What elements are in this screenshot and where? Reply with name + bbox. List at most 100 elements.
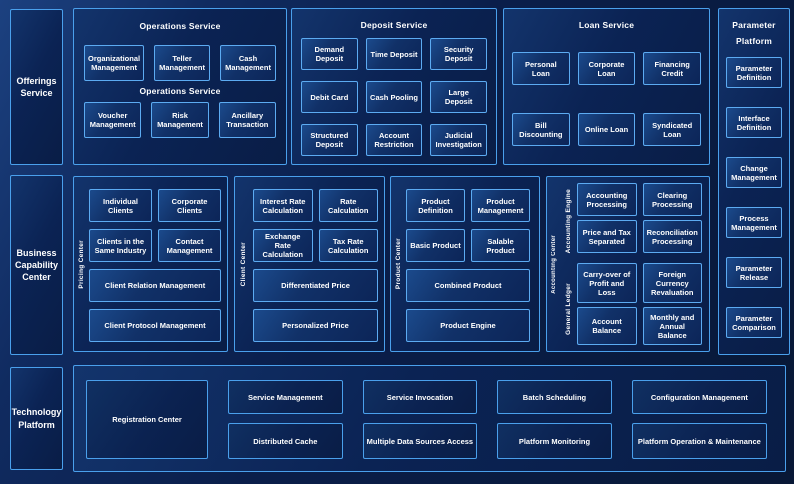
box-contact-management: Contact Management xyxy=(158,229,221,262)
box-corporate-clients: Corporate Clients xyxy=(158,189,221,222)
box-financing-credit: Financing Credit xyxy=(643,52,702,85)
client-center-vlabel-wrap: Client Center xyxy=(235,177,251,351)
parameter-platform-title: Parameter Platform xyxy=(732,20,776,47)
loan-service-panel: Loan Service Personal Loan Corporate Loa… xyxy=(503,8,710,165)
client-small-grid: Interest Rate Calculation Rate Calculati… xyxy=(253,189,378,262)
offerings-service-label: Offerings Service xyxy=(10,9,63,165)
box-tax-rate-calculation: Tax Rate Calculation xyxy=(318,229,378,262)
box-large-deposit: Large Deposit xyxy=(430,81,487,113)
box-structured-deposit: Structured Deposit xyxy=(301,124,358,156)
technology-platform-label: Technology Platform xyxy=(10,367,63,470)
accounting-engine-label: Accounting Engine xyxy=(564,188,572,254)
accounting-engine-vlabel-wrap: Accounting Engine xyxy=(561,181,575,261)
business-capability-center-label: Business Capability Center xyxy=(10,175,63,355)
client-center-label: Client Center xyxy=(239,241,247,287)
box-client-protocol-management: Client Protocol Management xyxy=(89,309,221,342)
pricing-small-grid: Individual Clients Corporate Clients Cli… xyxy=(89,189,221,262)
technology-platform-grid: Registration Center Service Management S… xyxy=(74,366,785,477)
box-syndicated-loan: Syndicated Loan xyxy=(643,113,702,146)
box-debit-card: Debit Card xyxy=(301,81,358,113)
box-clients-same-industry: Clients in the Same Industry xyxy=(89,229,152,262)
accounting-center-panel: Accounting Center Accounting Engine Gene… xyxy=(546,176,710,352)
deposit-service-panel: Deposit Service Demand Deposit Time Depo… xyxy=(291,8,497,165)
box-cash-management: Cash Management xyxy=(220,45,276,81)
deposit-service-title: Deposit Service xyxy=(360,20,428,30)
box-ancillary-transaction: Ancillary Transaction xyxy=(218,102,276,138)
client-center-panel: Client Center Interest Rate Calculation … xyxy=(234,176,385,352)
box-basic-product: Basic Product xyxy=(406,229,465,262)
product-small-grid: Product Definition Product Management Ba… xyxy=(406,189,530,262)
accounting-engine-grid: Accounting Processing Clearing Processin… xyxy=(577,183,702,253)
loan-service-title: Loan Service xyxy=(578,20,635,30)
box-organizational-management: Organizational Management xyxy=(84,45,145,81)
box-process-management: Process Management xyxy=(726,207,782,239)
box-bill-discounting: Bill Discounting xyxy=(512,113,570,146)
box-reconciliation-processing: Reconciliation Processing xyxy=(642,220,702,253)
box-foreign-currency-revaluation: Foreign Currency Revaluation xyxy=(642,263,702,303)
parameter-platform-list: Parameter Definition Interface Definitio… xyxy=(719,49,789,339)
operations-service-panel: Operations Service Organizational Manage… xyxy=(73,8,287,165)
box-price-and-tax-separated: Price and Tax Separated xyxy=(577,220,637,253)
box-judicial-investigation: Judicial Investigation xyxy=(430,124,487,156)
operations-row-1: Organizational Management Teller Managem… xyxy=(74,45,286,81)
loan-row-1: Personal Loan Corporate Loan Financing C… xyxy=(504,52,709,85)
parameter-platform-panel: Parameter Platform Parameter Definition … xyxy=(718,8,790,355)
technology-platform-panel: Registration Center Service Management S… xyxy=(73,365,786,472)
box-clearing-processing: Clearing Processing xyxy=(642,183,702,216)
general-ledger-grid: Carry-over of Profit and Loss Foreign Cu… xyxy=(577,263,702,345)
box-product-management: Product Management xyxy=(471,189,530,222)
box-client-relation-management: Client Relation Management xyxy=(89,269,221,302)
box-cash-pooling: Cash Pooling xyxy=(365,81,423,113)
box-exchange-rate-calculation: Exchange Rate Calculation xyxy=(253,229,313,262)
box-interest-rate-calculation: Interest Rate Calculation xyxy=(253,189,313,222)
pricing-center-label: Pricing Center xyxy=(78,239,85,289)
accounting-center-vlabel-wrap: Accounting Center xyxy=(548,177,560,351)
box-product-engine: Product Engine xyxy=(406,309,530,342)
box-interface-definition: Interface Definition xyxy=(726,107,782,139)
operations-service-subtitle: Operations Service xyxy=(139,86,221,96)
operations-row-2: Voucher Management Risk Management Ancil… xyxy=(74,102,286,138)
loan-row-2: Bill Discounting Online Loan Syndicated … xyxy=(504,113,709,146)
box-online-loan: Online Loan xyxy=(577,113,636,146)
pricing-center-panel: Pricing Center Individual Clients Corpor… xyxy=(73,176,228,352)
pricing-center-vlabel-wrap: Pricing Center xyxy=(74,177,89,351)
box-parameter-comparison: Parameter Comparison xyxy=(726,307,782,339)
box-personalized-price: Personalized Price xyxy=(253,309,378,342)
box-distributed-cache: Distributed Cache xyxy=(228,423,343,459)
product-center-label: Product Center xyxy=(395,238,402,290)
operations-service-title: Operations Service xyxy=(139,21,221,31)
box-configuration-management: Configuration Management xyxy=(631,380,767,414)
box-batch-scheduling: Batch Scheduling xyxy=(497,380,612,414)
general-ledger-vlabel-wrap: General Ledger xyxy=(561,269,575,349)
box-platform-monitoring: Platform Monitoring xyxy=(497,423,612,459)
box-monthly-annual-balance: Monthly and Annual Balance xyxy=(642,307,702,345)
box-corporate-loan: Corporate Loan xyxy=(577,52,636,85)
box-rate-calculation: Rate Calculation xyxy=(318,189,378,222)
box-differentiated-price: Differentiated Price xyxy=(253,269,378,302)
box-teller-management: Teller Management xyxy=(154,45,211,81)
product-center-vlabel-wrap: Product Center xyxy=(391,177,406,351)
box-registration-center: Registration Center xyxy=(86,380,208,459)
general-ledger-label: General Ledger xyxy=(564,283,572,335)
box-accounting-processing: Accounting Processing xyxy=(577,183,637,216)
box-product-definition: Product Definition xyxy=(406,189,465,222)
box-demand-deposit: Demand Deposit xyxy=(301,38,358,70)
box-individual-clients: Individual Clients xyxy=(89,189,152,222)
box-account-restriction: Account Restriction xyxy=(365,124,423,156)
box-personal-loan: Personal Loan xyxy=(512,52,570,85)
box-platform-operation-maintenance: Platform Operation & Maintenance xyxy=(631,423,767,459)
product-center-panel: Product Center Product Definition Produc… xyxy=(390,176,540,352)
box-combined-product: Combined Product xyxy=(406,269,530,302)
box-change-management: Change Management xyxy=(726,157,782,189)
box-multiple-data-sources-access: Multiple Data Sources Access xyxy=(362,423,478,459)
box-time-deposit: Time Deposit xyxy=(365,38,423,70)
box-account-balance: Account Balance xyxy=(577,307,637,345)
deposit-grid: Demand Deposit Time Deposit Security Dep… xyxy=(292,38,496,156)
box-voucher-management: Voucher Management xyxy=(84,102,142,138)
box-service-invocation: Service Invocation xyxy=(362,380,478,414)
box-risk-management: Risk Management xyxy=(151,102,209,138)
box-service-management: Service Management xyxy=(228,380,343,414)
box-parameter-definition: Parameter Definition xyxy=(726,57,782,89)
box-security-deposit: Security Deposit xyxy=(430,38,487,70)
